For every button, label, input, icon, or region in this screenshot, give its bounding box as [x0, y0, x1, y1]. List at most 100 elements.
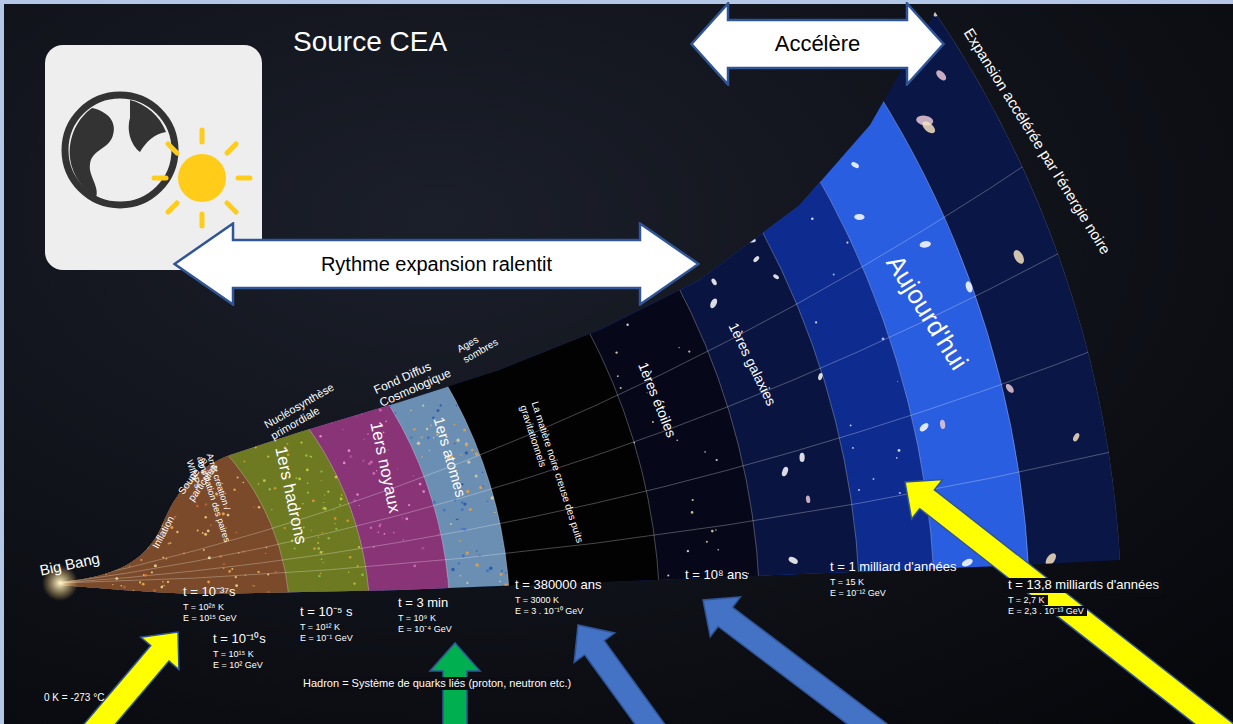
particle-dot	[378, 532, 379, 533]
particle-dot	[713, 680, 715, 682]
era-band	[0, 370, 290, 724]
particle-dot	[463, 429, 466, 432]
sun-rays	[154, 130, 250, 226]
particle-dot	[136, 553, 138, 555]
particle-dot	[458, 562, 460, 564]
particle-dot	[363, 438, 365, 440]
galaxy	[608, 45, 618, 56]
particle-dot	[98, 328, 100, 330]
particle-dot	[161, 586, 164, 589]
particle-dot	[72, 451, 74, 453]
particle-dot	[290, 39, 292, 41]
particle-dot	[283, 335, 285, 337]
galaxy	[748, 238, 756, 243]
particle-dot	[129, 565, 130, 566]
particle-dot	[68, 534, 70, 536]
galaxy	[851, 652, 857, 660]
particle-dot	[300, 442, 302, 444]
particle-dot	[652, 421, 654, 423]
particle-dot	[87, 493, 90, 496]
particle-dot	[715, 529, 716, 530]
particle-dot	[313, 367, 315, 369]
particle-dot	[109, 530, 111, 532]
particle-dot	[87, 376, 88, 377]
galaxy	[949, 691, 960, 701]
particle-dot	[615, 224, 617, 226]
particle-dot	[116, 555, 118, 557]
particle-dot	[218, 306, 220, 308]
particle-dot	[451, 568, 455, 572]
annotation-text: T = 3000 K	[515, 595, 559, 605]
particle-dot	[195, 315, 196, 316]
particle-dot	[116, 317, 119, 320]
particle-dot	[93, 354, 96, 357]
particle-dot	[461, 501, 464, 504]
particle-dot	[369, 290, 372, 293]
particle-dot	[460, 454, 462, 456]
particle-dot	[361, 573, 364, 576]
particle-dot	[680, 15, 681, 16]
particle-dot	[417, 127, 419, 129]
particle-dot	[667, 575, 669, 577]
particle-dot	[500, 573, 503, 576]
particle-dot	[184, 440, 186, 442]
particle-dot	[397, 365, 400, 368]
particle-dot	[374, 355, 375, 356]
particle-dot	[253, 506, 255, 508]
particle-dot	[285, 13, 287, 15]
particle-dot	[688, 351, 690, 353]
particle-dot	[254, 305, 256, 307]
particle-dot	[691, 627, 692, 628]
particle-dot	[533, 168, 535, 170]
particle-dot	[103, 531, 104, 532]
particle-dot	[372, 363, 374, 365]
particle-dot	[577, 292, 578, 293]
galaxy	[850, 161, 860, 169]
particle-dot	[897, 381, 898, 382]
particle-dot	[275, 571, 277, 573]
particle-dot	[419, 483, 422, 486]
annotation-text: E = 10⁻⁴ GeV	[398, 624, 452, 634]
particle-dot	[489, 567, 493, 571]
particle-dot	[467, 460, 470, 463]
particle-dot	[236, 305, 237, 306]
particle-dot	[70, 419, 72, 421]
particle-dot	[183, 345, 184, 346]
double-arrow-box: Rythme expansion ralentit	[173, 222, 700, 306]
particle-dot	[170, 618, 172, 620]
particle-dot	[252, 409, 255, 412]
particle-dot	[371, 664, 373, 666]
particle-dot	[97, 434, 100, 437]
particle-dot	[134, 540, 137, 543]
galaxy	[616, 150, 627, 157]
particle-dot	[319, 435, 321, 437]
particle-dot	[858, 489, 860, 491]
particle-dot	[318, 537, 319, 538]
particle-dot	[149, 399, 152, 402]
particle-dot	[138, 504, 140, 506]
particle-dot	[466, 552, 469, 555]
particle-dot	[319, 350, 321, 352]
particle-dot	[178, 320, 180, 322]
particle-dot	[420, 645, 422, 647]
particle-dot	[267, 456, 269, 458]
particle-dot	[119, 489, 121, 491]
annotation-text: t = 10⁻¹⁰s	[213, 632, 266, 647]
particle-dot	[324, 507, 327, 510]
particle-dot	[417, 442, 421, 446]
particle-dot	[811, 217, 814, 220]
particle-dot	[190, 358, 192, 360]
particle-dot	[363, 624, 366, 627]
particle-dot	[169, 304, 171, 306]
galaxy	[805, 495, 810, 503]
annotation-text: T = 10¹⁵ K	[213, 649, 254, 659]
arrow-caption: Accélère	[775, 31, 861, 57]
particle-dot	[332, 291, 335, 294]
galaxy	[533, 52, 539, 59]
particle-dot	[189, 406, 191, 408]
particle-dot	[614, 224, 615, 225]
particle-dot	[696, 81, 698, 83]
